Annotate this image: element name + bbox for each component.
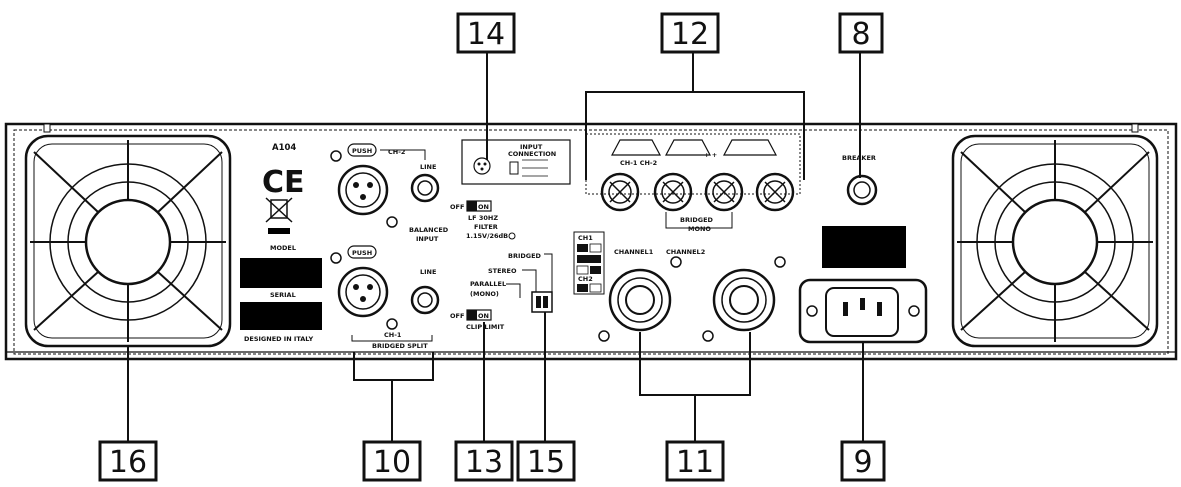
input-label: INPUT <box>416 235 439 243</box>
mode-selector-switch[interactable]: BRIDGED STEREO PARALLEL (MONO) <box>470 252 553 313</box>
callout-8: 8 <box>838 12 884 54</box>
weee-bin-icon <box>265 197 293 234</box>
bridged-label: BRIDGED <box>508 252 542 260</box>
input-section: PUSH CH-2 LINE BALANCED INPUT PUSH LINE … <box>330 143 449 350</box>
clip-limit-switch[interactable]: OFF ON CLIP LIMIT <box>450 309 505 331</box>
breaker-label: BREAKER <box>842 154 876 162</box>
ch1-label: CH-1 <box>384 331 402 339</box>
svg-text:9: 9 <box>853 445 872 480</box>
channel2-label: CHANNEL2 <box>666 248 705 256</box>
svg-text:+ +: + + <box>704 151 717 159</box>
speakon-outputs: CHANNEL1 CHANNEL2 <box>598 248 786 342</box>
fan-grille-icon <box>24 134 232 348</box>
ch2-tag: CH2 <box>578 275 593 283</box>
input-connection-title-1: INPUT <box>520 143 543 151</box>
svg-text:10: 10 <box>373 445 411 480</box>
binding-post-icon[interactable] <box>600 172 640 212</box>
channel1-label: CHANNEL1 <box>614 248 654 256</box>
speakon-connector-icon[interactable] <box>702 256 786 342</box>
ch2-label: CH-2 <box>388 148 405 156</box>
push-label-top: PUSH <box>352 147 372 155</box>
xlr-pin-diagram-icon <box>473 157 491 175</box>
breaker-button-icon[interactable] <box>846 174 878 206</box>
xlr-connector-icon[interactable] <box>330 150 398 228</box>
designed-in-label: DESIGNED IN ITALY <box>244 335 313 343</box>
push-tab-bottom <box>347 245 377 259</box>
svg-text:11: 11 <box>676 445 714 480</box>
jack-socket-icon[interactable] <box>410 173 440 203</box>
callout-10: 10 <box>362 440 422 482</box>
binding-post-icon[interactable] <box>704 172 744 212</box>
svg-text:16: 16 <box>109 445 147 480</box>
off-label-top: OFF <box>450 203 464 211</box>
jack-socket-icon[interactable] <box>410 285 440 315</box>
ce-mark-icon: CE <box>262 165 305 200</box>
svg-text:14: 14 <box>467 17 505 52</box>
bridged-mono-label-1: BRIDGED <box>680 216 714 224</box>
push-label-bottom: PUSH <box>352 249 372 257</box>
input-connection-title-2: CONNECTION <box>508 150 556 158</box>
input-connection-diagram: INPUT CONNECTION <box>461 139 571 185</box>
callout-16: 16 <box>98 440 158 482</box>
filter-label: FILTER <box>474 223 498 231</box>
bridged-mono-label-2: MONO <box>688 225 711 233</box>
power-section: BREAKER <box>798 154 928 344</box>
speaker-symbol-icon <box>611 139 661 156</box>
callout-12: 12 <box>660 12 720 54</box>
svg-text:13: 13 <box>465 445 503 480</box>
bridged-split-label: BRIDGED SPLIT <box>372 342 428 350</box>
balanced-label: BALANCED <box>409 226 449 234</box>
push-tab-top <box>347 143 377 157</box>
callout-9: 9 <box>840 440 886 482</box>
callout-13: 13 <box>454 440 514 482</box>
fan-grille-icon <box>951 134 1159 348</box>
sensitivity-label: 1.15V/26dB <box>466 232 508 240</box>
speakon-wiring-legend: CH1 CH2 <box>573 231 605 295</box>
speaker-symbol-icon <box>665 139 711 156</box>
stereo-label: STEREO <box>488 267 517 275</box>
power-rating-plate <box>822 226 906 268</box>
serial-label-plate <box>240 302 322 330</box>
serial-heading: SERIAL <box>270 291 296 299</box>
mono-label: (MONO) <box>470 290 499 298</box>
svg-text:15: 15 <box>527 445 565 480</box>
clip-limit-label: CLIP LIMIT <box>466 323 505 331</box>
callout-14: 14 <box>456 12 516 54</box>
line-label-bottom: LINE <box>420 268 436 276</box>
off-label-bottom: OFF <box>450 312 464 320</box>
model-label-plate <box>240 258 322 288</box>
svg-text:12: 12 <box>671 17 709 52</box>
line-label-top: LINE <box>420 163 436 171</box>
on-label-top: ON <box>478 203 489 211</box>
parallel-label: PARALLEL <box>470 280 506 288</box>
ch1-ch2-label: CH-1 CH-2 <box>620 159 657 167</box>
model-label-area: A104 CE MODEL SERIAL DESIGNED IN ITALY <box>240 143 322 343</box>
xlr-connector-icon[interactable] <box>330 252 398 330</box>
lf-filter-switch[interactable]: OFF ON LF 30HZ FILTER 1.15V/26dB <box>450 200 516 240</box>
speakon-connector-icon[interactable] <box>598 256 682 342</box>
model-heading: MODEL <box>270 244 296 252</box>
speaker-symbol-icon <box>723 139 777 156</box>
binding-post-icon[interactable] <box>653 172 693 212</box>
callout-15: 15 <box>516 440 576 482</box>
ch1-tag: CH1 <box>578 234 593 242</box>
lf-label: LF 30HZ <box>468 214 498 222</box>
callout-leaders <box>127 52 864 442</box>
svg-text:8: 8 <box>851 17 870 52</box>
model-code: A104 <box>272 143 296 153</box>
on-label-bottom: ON <box>478 312 489 320</box>
binding-post-icon[interactable] <box>755 172 795 212</box>
callout-11: 11 <box>665 440 725 482</box>
